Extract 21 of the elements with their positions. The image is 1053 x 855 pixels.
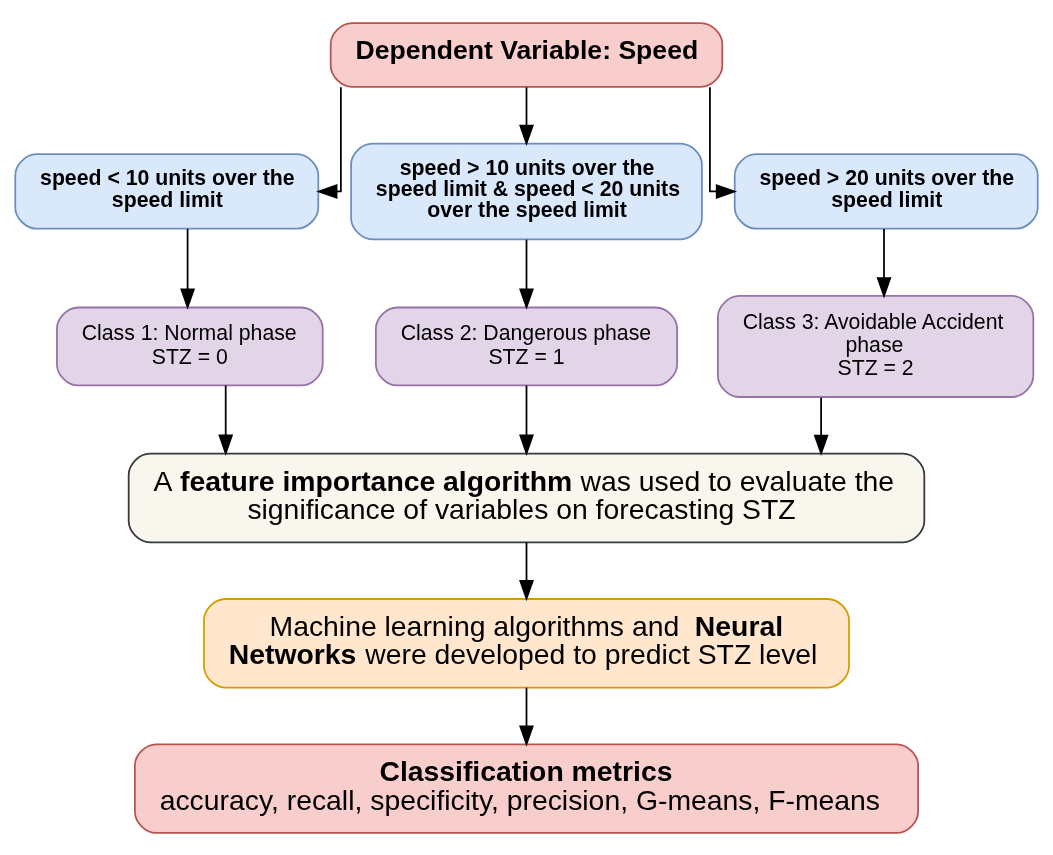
node-box: Class 3: Avoidable Accident phase STZ = 2	[717, 294, 1035, 398]
arrow	[218, 384, 234, 456]
node-box: Machine learning algorithms and Neural Networks were developed to predict STZ level	[203, 597, 850, 688]
node-box: Class 2: Dangerous phase STZ = 1	[375, 306, 678, 386]
node-box: Class 1: Normal phase STZ = 0	[56, 306, 324, 386]
arrow	[519, 238, 534, 310]
arrow	[519, 85, 534, 146]
arrow	[709, 85, 738, 199]
arrow	[519, 541, 534, 601]
node-box: A feature importance algorithm was used to evaluate the significance of variables on forecasting STZ	[127, 452, 926, 543]
arrow	[519, 384, 534, 456]
arrow	[876, 227, 892, 298]
arrow	[180, 227, 196, 310]
node-box: speed > 10 units over the speed limit & speed < 20 units over the speed limit	[350, 142, 703, 240]
node-box: speed > 20 units over the speed limit	[733, 152, 1039, 230]
node-box: speed < 10 units over the speed limit	[14, 152, 320, 230]
node-box: Dependent Variable: Speed	[329, 21, 724, 88]
arrow	[316, 85, 342, 199]
node-box: Classification metrics accuracy, recall, specificity, precision, G-means, F-means	[134, 742, 919, 834]
arrow	[519, 686, 534, 747]
arrow	[813, 396, 829, 456]
